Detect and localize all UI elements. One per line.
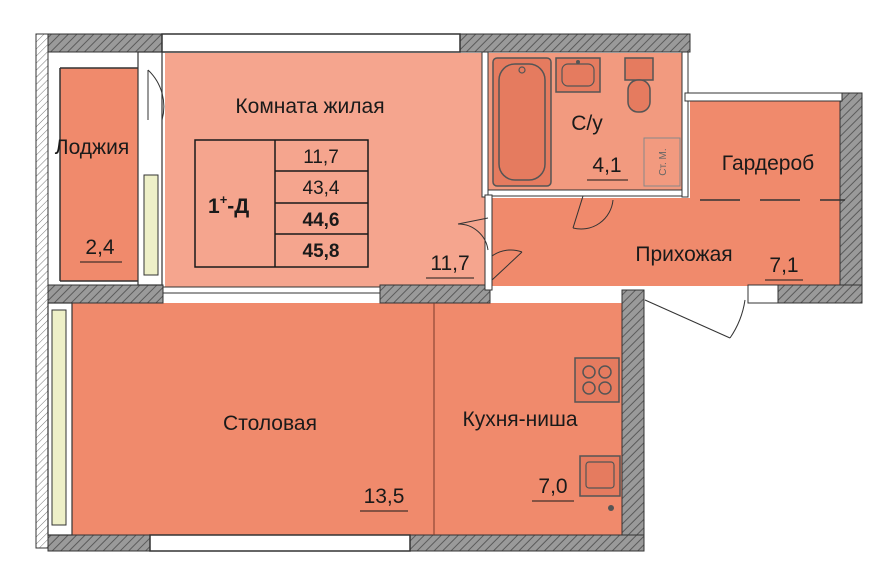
bathtub-icon	[492, 57, 552, 187]
entrance-door	[644, 299, 746, 339]
stove-icon	[574, 357, 620, 403]
area-table-cell: 11,7	[303, 147, 339, 168]
wall-top-left	[47, 33, 163, 53]
wall-top-thin	[161, 33, 461, 53]
loggia-door	[147, 69, 165, 121]
loggia-left-rail	[35, 33, 49, 549]
dining-floor	[72, 303, 434, 535]
loggia-area: 2,4	[85, 236, 115, 259]
watermark: циан	[677, 475, 740, 506]
washer-box: Ст. М.	[643, 137, 681, 187]
area-table-cell: 45,8	[303, 241, 340, 262]
dining-window-glass	[51, 309, 67, 526]
wall-mid-2	[379, 284, 491, 304]
kitchen-name: Кухня-ниша	[462, 408, 577, 431]
wardrobe-name: Гардероб	[722, 152, 814, 175]
wall-hall-bottom-2	[747, 284, 779, 304]
hall-name: Прихожая	[635, 243, 732, 266]
bathroom-name: С/у	[571, 112, 603, 135]
living-door	[457, 217, 489, 251]
kitchen-sink-icon	[579, 455, 621, 511]
living-room-area: 11,7	[430, 252, 469, 275]
bathroom-area: 4,1	[592, 154, 621, 177]
wall-hall-bottom	[777, 284, 863, 304]
area-table: 1+-Д 11,7 43,4 44,6 45,8	[194, 139, 369, 268]
wall-bottom-thin	[149, 534, 411, 552]
loggia-window-glass	[143, 174, 159, 276]
sink-icon	[555, 57, 601, 93]
dining-area: 13,5	[364, 485, 405, 508]
area-table-cell: 43,4	[303, 178, 340, 199]
wall-right-upper	[839, 92, 863, 304]
hall-door	[491, 249, 523, 281]
area-table-cell: 44,6	[303, 210, 340, 231]
wall-mid-thin	[162, 286, 381, 294]
wall-right-lower	[621, 289, 645, 549]
kitchen-area: 7,0	[538, 475, 567, 498]
wall-top-right	[459, 33, 691, 53]
hall-floor	[492, 198, 840, 286]
wardrobe-floor	[690, 100, 840, 202]
living-hall-wall	[484, 194, 493, 291]
wall-mid	[47, 284, 164, 304]
loggia-name: Лоджия	[55, 136, 129, 159]
bathroom-tag: Ст. М.	[658, 148, 669, 175]
living-room-name: Комната жилая	[235, 95, 384, 118]
toilet-icon	[624, 57, 654, 113]
dining-name: Столовая	[223, 412, 317, 435]
loggia-floor	[60, 68, 138, 281]
wardrobe-wall-top	[684, 92, 843, 102]
bath-wall-left	[481, 51, 489, 198]
bath-wall-right	[681, 51, 689, 198]
hall-area: 7,1	[769, 254, 798, 277]
bath-wall-bottom	[487, 189, 683, 197]
bathroom-door	[572, 195, 614, 230]
apartment-type: 1+-Д	[208, 192, 249, 218]
